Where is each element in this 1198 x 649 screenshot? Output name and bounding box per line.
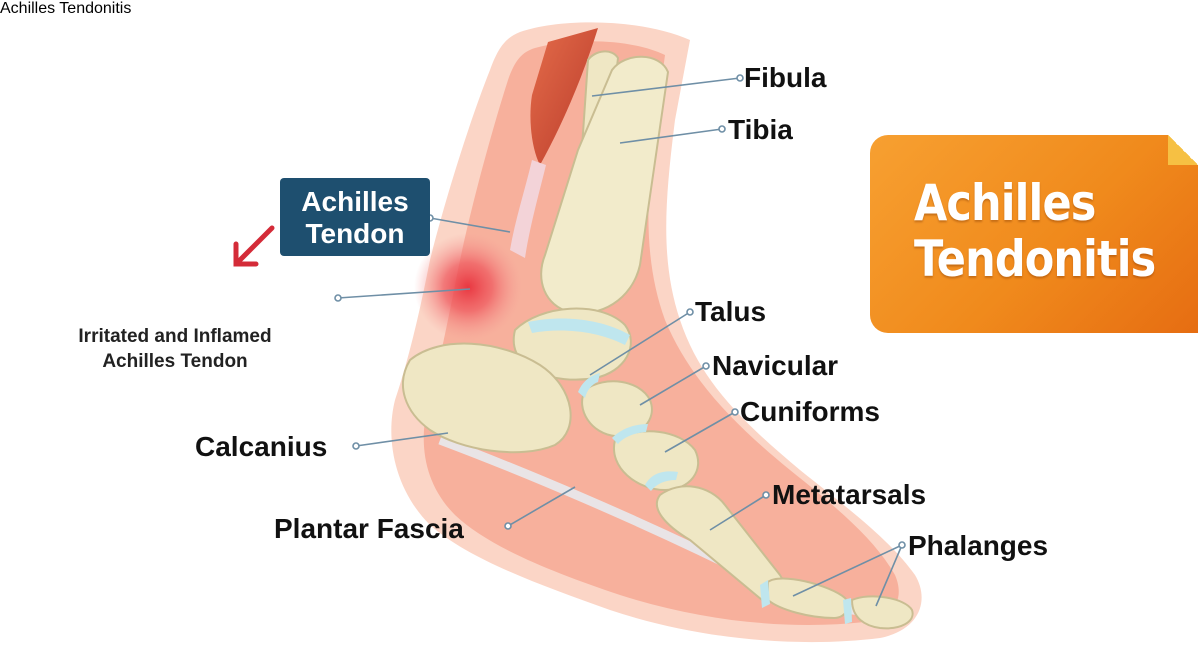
diagram-title: Achilles Tendonitis bbox=[914, 175, 1155, 287]
label-navicular: Navicular bbox=[712, 352, 838, 380]
label-phalanges: Phalanges bbox=[908, 532, 1048, 560]
navicular-leader-dot bbox=[703, 363, 709, 369]
label-metatarsals: Metatarsals bbox=[772, 481, 926, 509]
page-fold-corner bbox=[1168, 135, 1198, 165]
label-tibia: Tibia bbox=[728, 116, 793, 144]
label-plantar-fascia: Plantar Fascia bbox=[274, 515, 464, 543]
label-fibula: Fibula bbox=[744, 64, 826, 92]
metatarsals-leader-dot bbox=[763, 492, 769, 498]
cuniforms-leader-dot bbox=[732, 409, 738, 415]
talus-leader-dot bbox=[687, 309, 693, 315]
inflammation-spot bbox=[414, 233, 522, 341]
title-card: Achilles Tendonitis bbox=[870, 135, 1198, 333]
achilles-tendon-callout: Achilles Tendon bbox=[280, 178, 430, 256]
label-cuniforms: Cuniforms bbox=[740, 398, 880, 426]
down-left-arrow-icon bbox=[236, 228, 272, 264]
phalanges-leader-dot bbox=[899, 542, 905, 548]
tendonitis-leader-dot bbox=[335, 295, 341, 301]
calcanius-leader-dot bbox=[353, 443, 359, 449]
tibia-leader-dot bbox=[719, 126, 725, 132]
label-calcanius: Calcanius bbox=[195, 433, 327, 461]
description-line-2: Achilles Tendon bbox=[30, 352, 320, 371]
tendon-callout-line-1: Achilles bbox=[280, 186, 430, 218]
title-line-1: Achilles bbox=[914, 175, 1155, 231]
plantar-leader-dot bbox=[505, 523, 511, 529]
description-line-1: Irritated and Inflamed bbox=[30, 327, 320, 346]
label-talus: Talus bbox=[695, 298, 766, 326]
title-line-2: Tendonitis bbox=[914, 231, 1155, 287]
tendon-callout-line-2: Tendon bbox=[280, 218, 430, 250]
fibula-leader-dot bbox=[737, 75, 743, 81]
